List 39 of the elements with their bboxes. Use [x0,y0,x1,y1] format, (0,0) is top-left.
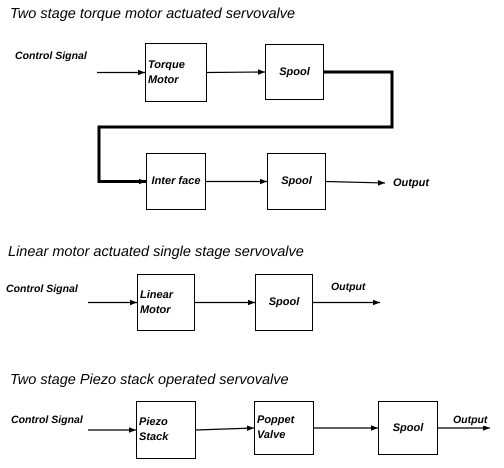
process-box [254,401,314,455]
arrow [88,300,137,306]
arrow [88,427,136,433]
arrow [97,70,145,76]
edge-label: Output [330,281,366,293]
process-box [137,274,195,331]
box-label: Spool [280,174,313,189]
process-box [145,43,207,102]
process-box [146,153,206,210]
arrow [206,178,267,184]
box-label: Inter face [150,174,202,189]
box-label: Torque Motor [147,58,186,88]
box-label: Spool [392,420,424,436]
process-box [378,401,438,455]
section-heading: Linear motor actuated single stage servovalve [8,244,304,260]
arrow [196,425,254,432]
section-heading: Two stage Piezo stack operated servovalve [10,372,289,388]
edge-label: Control Signal [14,50,88,62]
arrow [326,180,386,186]
edge-label: Control Signal [5,283,79,295]
section-heading: Two stage torque motor actuated servovalve [10,6,296,22]
arrow [195,300,255,306]
edge-label: Output [452,414,488,426]
box-label: Spool [268,295,300,310]
arrow [98,70,394,184]
process-box [136,401,196,459]
process-box [265,44,324,100]
box-label: Spool [278,64,311,80]
box-label: Poppet Valve [256,413,296,443]
process-box [267,153,326,210]
edge-label: Control Signal [10,414,84,426]
box-label: Linear Motor [139,288,174,318]
output-label: Output [392,176,430,190]
process-box [255,274,313,331]
arrow [207,69,265,75]
arrow [314,425,378,431]
box-label: Piezo Stack [138,415,170,445]
arrow [438,425,490,431]
arrow [313,300,380,306]
